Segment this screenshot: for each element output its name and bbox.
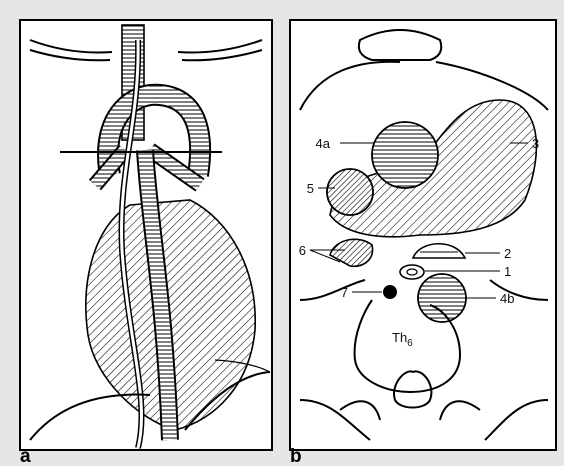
panel-a-label: a bbox=[20, 446, 31, 466]
node-4a bbox=[372, 122, 438, 188]
callout-7: 7 bbox=[341, 285, 348, 300]
callout-2: 2 bbox=[504, 246, 511, 261]
callout-1: 1 bbox=[504, 264, 511, 279]
node-4b bbox=[418, 274, 466, 322]
panel-b bbox=[290, 20, 556, 450]
callout-4a: 4a bbox=[316, 136, 331, 151]
panel-a bbox=[20, 20, 272, 450]
callout-3: 3 bbox=[532, 136, 539, 151]
callout-4b: 4b bbox=[500, 291, 514, 306]
structure-7 bbox=[383, 285, 397, 299]
callout-5: 5 bbox=[307, 181, 314, 196]
callout-6: 6 bbox=[299, 243, 306, 258]
node-5 bbox=[327, 169, 373, 215]
panel-b-label: b bbox=[290, 446, 302, 466]
